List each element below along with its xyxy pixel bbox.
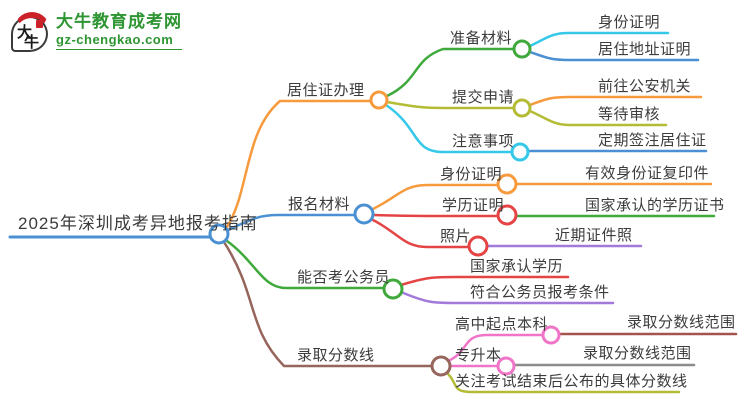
node-admission-score-line[interactable]: 录取分数线 <box>297 347 375 364</box>
node-state-recognized-certificate[interactable]: 国家承认的学历证书 <box>585 197 725 214</box>
node-circle-prepare-materials[interactable] <box>512 39 532 59</box>
edge-highschool-to-bachelor <box>446 333 545 363</box>
edge-residence-address-proof <box>528 50 700 62</box>
edge-check-published-scores <box>444 370 681 394</box>
edge-prepare-materials <box>385 47 516 98</box>
node-civil-servant-eligibility[interactable]: 能否考公务员 <box>297 269 391 286</box>
node-check-published-scores[interactable]: 关注考试结束后公布的具体分数线 <box>455 373 688 390</box>
node-identity-certificate[interactable]: 身份证明 <box>598 14 661 31</box>
edge-go-to-police <box>528 95 703 107</box>
node-prepare-materials[interactable]: 准备材料 <box>450 30 513 47</box>
logo-red-seal <box>36 20 43 28</box>
node-circle-residence-permit[interactable] <box>369 90 389 110</box>
node-circle-highschool-to-bachelor[interactable] <box>541 325 561 345</box>
node-civil-servant-requirements[interactable]: 符合公务员报考条件 <box>470 284 610 301</box>
ox-logo-icon: 大 牛 <box>10 12 50 52</box>
edge-root-registration-materials <box>226 213 357 232</box>
node-score-range-1[interactable]: 录取分数线范围 <box>627 314 736 331</box>
node-circle-registration-materials[interactable] <box>353 203 375 225</box>
site-logo[interactable]: 大 牛 大牛教育成考网 gz-chengkao.com <box>10 12 182 52</box>
edge-state-recognized-education <box>399 275 570 287</box>
root-node-label[interactable]: 2025年深圳成考异地报考指南 <box>18 214 258 233</box>
node-circle-photo[interactable] <box>467 235 489 257</box>
edge-education-proof <box>371 213 500 218</box>
node-recent-photo[interactable]: 近期证件照 <box>555 227 633 244</box>
node-state-recognized-education[interactable]: 国家承认学历 <box>470 258 564 275</box>
edge-identity-certificate <box>528 31 670 48</box>
node-residence-permit-processing[interactable]: 居住证办理 <box>287 82 365 99</box>
node-circle-precautions[interactable] <box>510 142 530 162</box>
edge-wait-review <box>528 109 668 127</box>
node-valid-id-copy[interactable]: 有效身份证复印件 <box>585 165 710 182</box>
node-score-range-2[interactable]: 录取分数线范围 <box>583 345 692 362</box>
logo-char: 牛 <box>24 34 40 51</box>
node-circle-submit-application[interactable] <box>512 98 532 118</box>
node-renew-permit[interactable]: 定期签注居住证 <box>598 132 707 149</box>
node-circle-education-proof[interactable] <box>496 204 518 226</box>
edge-submit-application <box>385 100 516 110</box>
node-go-to-police[interactable]: 前往公安机关 <box>598 78 692 95</box>
node-education-proof[interactable]: 学历证明 <box>442 197 505 214</box>
node-submit-application[interactable]: 提交申请 <box>452 89 515 106</box>
logo-text-block: 大牛教育成考网 gz-chengkao.com <box>56 12 182 50</box>
node-precautions[interactable]: 注意事项 <box>452 133 515 150</box>
edge-identity-proof <box>369 183 500 212</box>
edge-root-residence-permit <box>225 99 373 229</box>
node-circle-root[interactable] <box>208 223 230 245</box>
node-highschool-to-bachelor[interactable]: 高中起点本科 <box>455 316 549 333</box>
node-circle-civil-servant[interactable] <box>382 278 404 300</box>
node-wait-review[interactable]: 等待审核 <box>598 106 661 123</box>
node-college-to-bachelor[interactable]: 专升本 <box>455 347 502 364</box>
node-circle-college-to-bachelor[interactable] <box>496 356 516 376</box>
node-registration-materials[interactable]: 报名材料 <box>288 196 351 213</box>
node-circle-identity-proof[interactable] <box>496 173 518 195</box>
node-circle-score-line[interactable] <box>430 355 452 377</box>
logo-title: 大牛教育成考网 <box>56 12 182 31</box>
logo-char: 大 <box>17 24 33 41</box>
edge-civil-servant-requirements <box>399 290 615 305</box>
logo-domain: gz-chengkao.com <box>56 32 174 47</box>
edge-precautions <box>384 103 514 154</box>
node-photo[interactable]: 照片 <box>440 228 472 245</box>
edge-root-score-line <box>222 240 434 368</box>
node-identity-proof[interactable]: 身份证明 <box>440 166 503 183</box>
node-residence-address-proof[interactable]: 居住地址证明 <box>598 41 692 58</box>
edge-photo <box>369 217 471 249</box>
edge-root-civil-servant <box>225 239 386 290</box>
logo-red-cap <box>14 12 50 30</box>
